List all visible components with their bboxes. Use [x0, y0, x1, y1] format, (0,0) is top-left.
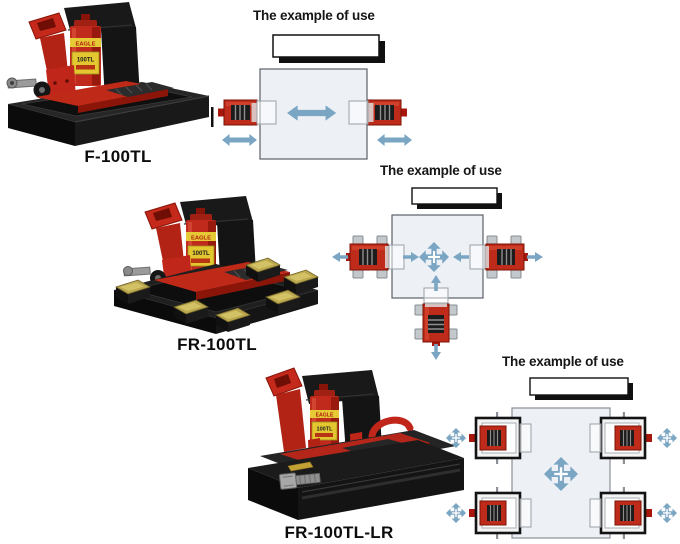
usage-diagram-3	[446, 377, 677, 541]
tick-mark	[211, 107, 214, 127]
jack-left	[217, 99, 277, 126]
arrow-outer-left	[332, 252, 348, 262]
example-title-3: The example of use	[502, 354, 624, 369]
product-photo-fr-100tl-lr: EAGLE 100TL	[248, 367, 464, 520]
gold-strip	[287, 461, 314, 472]
product-photo-f-100tl: EAGLE 100TL	[6, 2, 210, 146]
carry-handle	[368, 416, 414, 440]
cross-arrow-outer-top-right	[657, 428, 677, 448]
product-label-fr-100tl: FR-100TL	[177, 335, 257, 354]
cylinder-badge-text: EAGLE	[191, 235, 211, 241]
cylinder-label-text: 100TL	[77, 58, 95, 64]
lr-base	[248, 430, 464, 520]
hydraulic-cylinder: EAGLE 100TL	[186, 208, 216, 278]
product-photo-fr-100tl: EAGLE 100TL	[114, 196, 319, 334]
arrow-outer-right	[527, 252, 543, 262]
load-beam	[272, 34, 380, 58]
example-title-1: The example of use	[253, 8, 375, 23]
move-arrow-right-horizontal	[377, 134, 412, 146]
jack-right	[348, 99, 408, 126]
load-beam	[411, 187, 498, 205]
move-arrow-left-horizontal	[222, 134, 257, 146]
cross-arrow-outer-top-left	[446, 428, 466, 448]
cylinder-label-text: 100TL	[192, 251, 210, 257]
pump-handle-bracket	[28, 12, 76, 104]
handle-clevis	[6, 77, 51, 99]
cross-arrow-outer-bottom-right	[657, 503, 677, 523]
product-label-fr-100tl-lr: FR-100TL-LR	[284, 523, 394, 542]
example-title-2: The example of use	[380, 163, 502, 178]
hydraulic-cylinder: EAGLE 100TL	[310, 384, 339, 450]
cylinder-badge-text: EAGLE	[316, 413, 334, 419]
base-tray	[8, 81, 210, 146]
cylinder-badge-text: EAGLE	[76, 41, 96, 47]
product-label-f-100tl: F-100TL	[84, 147, 152, 166]
hydraulic-cylinder: EAGLE 100TL	[70, 14, 101, 86]
cross-roller-base	[114, 257, 319, 334]
screw-rod	[278, 472, 321, 490]
cross-arrow-outer-bottom-left	[446, 503, 466, 523]
load-beam	[529, 377, 629, 396]
cylinder-label-text: 100TL	[317, 427, 334, 433]
usage-diagram-1	[211, 34, 412, 160]
usage-diagram-2	[332, 187, 543, 360]
